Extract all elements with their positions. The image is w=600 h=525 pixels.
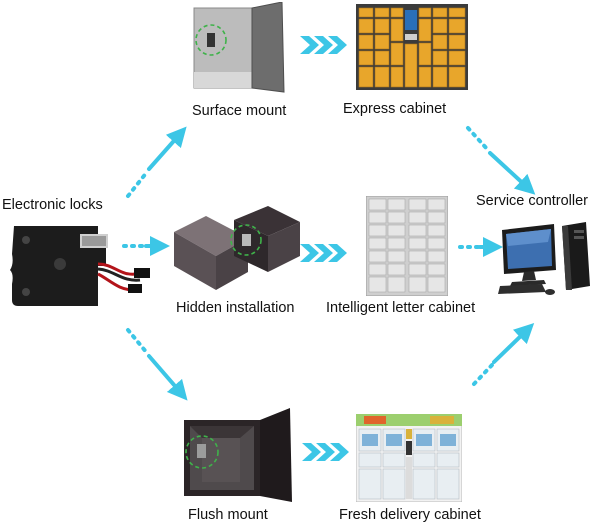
letter-cabinet-icon (366, 196, 448, 296)
label-service-controller: Service controller (476, 193, 589, 209)
safe-box-icon (184, 408, 292, 502)
locker-cabinet-icon (356, 4, 468, 90)
desktop-computer-icon (498, 222, 590, 295)
fresh-cabinet-icon (356, 414, 462, 502)
chevron-arrow-hidden-to-letter (300, 244, 347, 262)
label-intelligent-letter-cabinet: Intelligent letter cabinet (326, 300, 476, 316)
arrow-express-to-controller (466, 126, 490, 152)
label-express-cabinet: Express cabinet (343, 101, 447, 117)
drawer-icon (174, 206, 300, 290)
arrow-lock-to-surface (126, 170, 149, 198)
arrow-lock-to-flush (126, 328, 149, 355)
arrow-fresh-to-controller (472, 363, 494, 386)
chevron-arrow-surface-to-express (300, 36, 347, 54)
label-hidden-installation: Hidden installation (176, 300, 295, 316)
chevron-arrow-flush-to-fresh (302, 443, 349, 461)
label-fresh-delivery-cabinet: Fresh delivery cabinet (339, 507, 481, 523)
label-surface-mount: Surface mount (192, 103, 287, 119)
label-electronic-locks: Electronic locks (2, 197, 103, 213)
surface-mount-box-icon (193, 2, 285, 93)
label-flush-mount: Flush mount (188, 507, 268, 523)
electronic-lock-icon (10, 226, 150, 306)
